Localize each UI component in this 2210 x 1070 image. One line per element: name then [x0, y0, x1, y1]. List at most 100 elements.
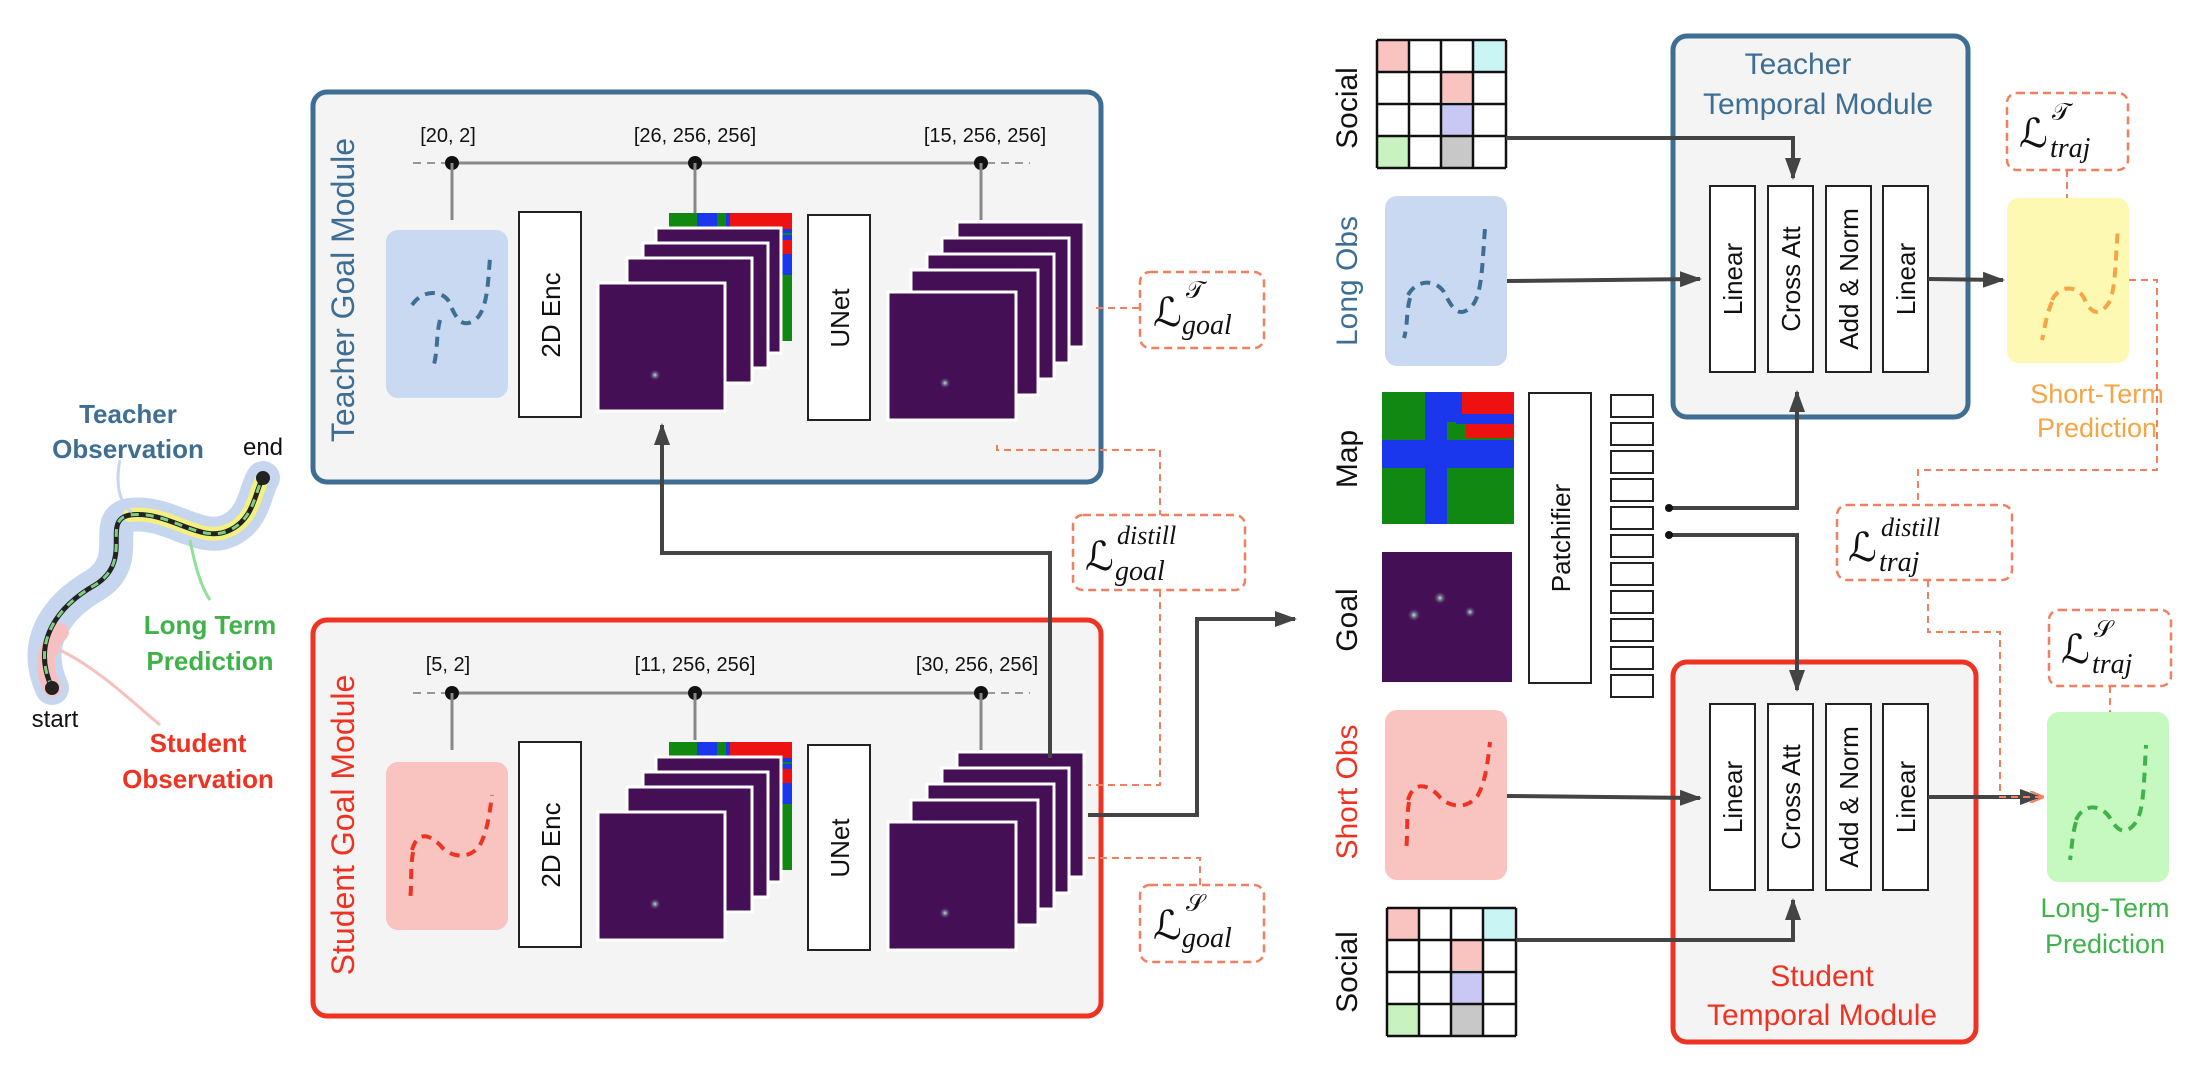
teacher-block-linear-2: Linear — [1891, 243, 1921, 316]
goal-distill-loss-sub: goal — [1115, 556, 1165, 587]
teacher-shape-label-1: [20, 2] — [420, 125, 476, 147]
teacher-goal-module: Teacher Goal Module [20, 2] [26, 256, 25… — [310, 89, 1104, 485]
long-term-leader — [188, 539, 212, 601]
student-temporal-title: Student — [1770, 960, 1874, 993]
student-2d-enc-label: 2D Enc — [536, 802, 566, 887]
teacher-input-maps — [596, 213, 792, 413]
long-obs-to-linear-arrow — [1506, 271, 1702, 288]
teacher-2d-enc-label: 2D Enc — [536, 272, 566, 357]
teacher-observation-label-2: Observation — [52, 434, 204, 464]
long-term-prediction-card — [2047, 712, 2169, 882]
teacher-observation-trajectory — [410, 257, 492, 326]
long-obs-card — [1385, 196, 1507, 366]
teacher-observation-card — [386, 230, 508, 398]
student-observation-label: Student — [150, 728, 247, 758]
teacher-shape-label-2: [26, 256, 256] — [634, 125, 756, 147]
student-temporal-title-2: Temporal Module — [1707, 999, 1937, 1032]
goal-heatmap — [1382, 552, 1512, 682]
social-top-to-cross-att-arrow — [1506, 136, 1801, 180]
map-label: Map — [1331, 430, 1364, 488]
student-goal-loss-sub: goal — [1182, 923, 1232, 954]
student-shape-label-1: [5, 2] — [426, 654, 470, 676]
teacher-traj-loss-sub: traj — [2050, 133, 2091, 164]
trajectory-losses: ℒ 𝒯 traj ℒ distill traj ℒ 𝒮 traj — [1835, 91, 2173, 797]
long-term-trajectory-tail — [2068, 821, 2078, 861]
student-observation-trajectory-tail — [408, 851, 415, 901]
teacher-traj-loss-sup: 𝒯 — [2052, 98, 2074, 126]
map-tokens-to-student-arrow — [1669, 533, 1805, 692]
traj-distill-loss-sub: traj — [1879, 547, 1920, 578]
teacher-goal-loss-symbol: ℒ — [1153, 290, 1182, 336]
teacher-observation-trajectory-tail — [431, 319, 442, 369]
student-input-maps — [596, 742, 792, 942]
short-term-trajectory-tail — [2040, 301, 2054, 341]
social-top-grid — [1375, 38, 1508, 170]
map-image — [1382, 392, 1514, 524]
student-traj-loss-symbol: ℒ — [2061, 627, 2090, 673]
teacher-output-arrow — [1927, 271, 2005, 288]
teacher-goal-title: Teacher Goal Module — [325, 138, 361, 442]
social-bottom-grid — [1385, 906, 1518, 1038]
teacher-traj-loss-symbol: ℒ — [2019, 111, 2048, 157]
long-term-prediction-label: Long-Term — [2040, 893, 2169, 923]
map-token-junction-1 — [1665, 504, 1673, 512]
teacher-unet-label: UNet — [825, 288, 855, 348]
traj-distill-connector-top — [1917, 279, 2158, 515]
student-goal-title: Student Goal Module — [325, 675, 361, 976]
traj-distill-loss-sup: distill — [1881, 513, 1940, 542]
teacher-block-linear-1: Linear — [1718, 243, 1748, 316]
long-obs-trajectory-tail — [1402, 297, 1412, 339]
student-temporal-blocks: Linear Cross Att Add & Norm Linear — [1709, 703, 1929, 891]
goal-distill-loss-symbol: ℒ — [1085, 534, 1114, 580]
long-term-prediction-label: Long Term — [144, 610, 276, 640]
long-term-prediction-label-2: Prediction — [146, 646, 273, 676]
student-shape-label-3: [30, 256, 256] — [916, 654, 1038, 676]
short-term-prediction-card — [2007, 198, 2129, 363]
teacher-traj-loss-box — [2005, 91, 2130, 172]
temporal-arrows — [1506, 136, 2042, 942]
teacher-observation-leader — [116, 459, 133, 514]
long-term-trajectory — [2074, 744, 2148, 833]
teacher-unet-block — [807, 214, 871, 421]
goal-label: Goal — [1331, 588, 1364, 651]
teacher-block-add-norm: Add & Norm — [1834, 208, 1864, 350]
start-label: start — [32, 706, 79, 733]
long-obs-trajectory — [1406, 227, 1487, 314]
student-2d-enc-block — [518, 741, 582, 948]
teacher-2d-enc-block — [518, 211, 582, 418]
short-obs-label: Short Obs — [1331, 724, 1364, 859]
long-obs-label: Long Obs — [1331, 216, 1364, 346]
short-obs-card — [1385, 710, 1507, 880]
student-traj-loss-sup: 𝒮 — [2094, 615, 2115, 643]
short-obs-trajectory-tail — [1404, 801, 1411, 851]
teacher-temporal-title-2: Temporal Module — [1703, 88, 1933, 121]
traj-distill-loss-symbol: ℒ — [1848, 525, 1877, 571]
outputs: Short-Term Prediction Long-Term Predicti… — [2007, 198, 2170, 959]
teacher-block-cross-att: Cross Att — [1776, 225, 1806, 331]
student-block-add-norm: Add & Norm — [1834, 726, 1864, 868]
short-obs-to-linear-arrow — [1506, 789, 1702, 806]
goal-distill-connector-top — [996, 445, 1161, 515]
student-goal-loss-symbol: ℒ — [1153, 903, 1182, 949]
trajectory-dash — [43, 477, 265, 689]
goal-output-arrow — [1088, 611, 1297, 817]
student-observation-label-2: Observation — [122, 764, 274, 794]
teacher-goal-loss-sup: 𝒯 — [1186, 276, 1208, 304]
student-observation-trajectory — [410, 794, 494, 858]
social-top-label: Social — [1331, 67, 1364, 149]
trajectory-legend: Teacher Observation end Long Term Predic… — [27, 399, 283, 794]
teacher-shape-label-3: [15, 256, 256] — [924, 125, 1046, 147]
patch-tokens — [1610, 394, 1654, 698]
traj-distill-loss-box — [1835, 503, 2014, 582]
goal-losses: ℒ 𝒯 goal ℒ distill goal ℒ 𝒮 goal — [996, 270, 1266, 964]
input-column: Social Long Obs Map Goal — [1331, 38, 1654, 1038]
teacher-temporal-title: Teacher — [1745, 48, 1852, 81]
goal-arrows — [654, 423, 1297, 817]
teacher-temporal-blocks: Linear Cross Att Add & Norm Linear — [1709, 185, 1929, 373]
student-observation-leader — [59, 648, 161, 727]
student-to-teacher-arrow — [654, 423, 1052, 758]
teacher-goal-loss-box — [1138, 270, 1266, 350]
student-traj-loss-sub: traj — [2092, 649, 2133, 680]
student-goal-loss-box — [1138, 883, 1266, 964]
